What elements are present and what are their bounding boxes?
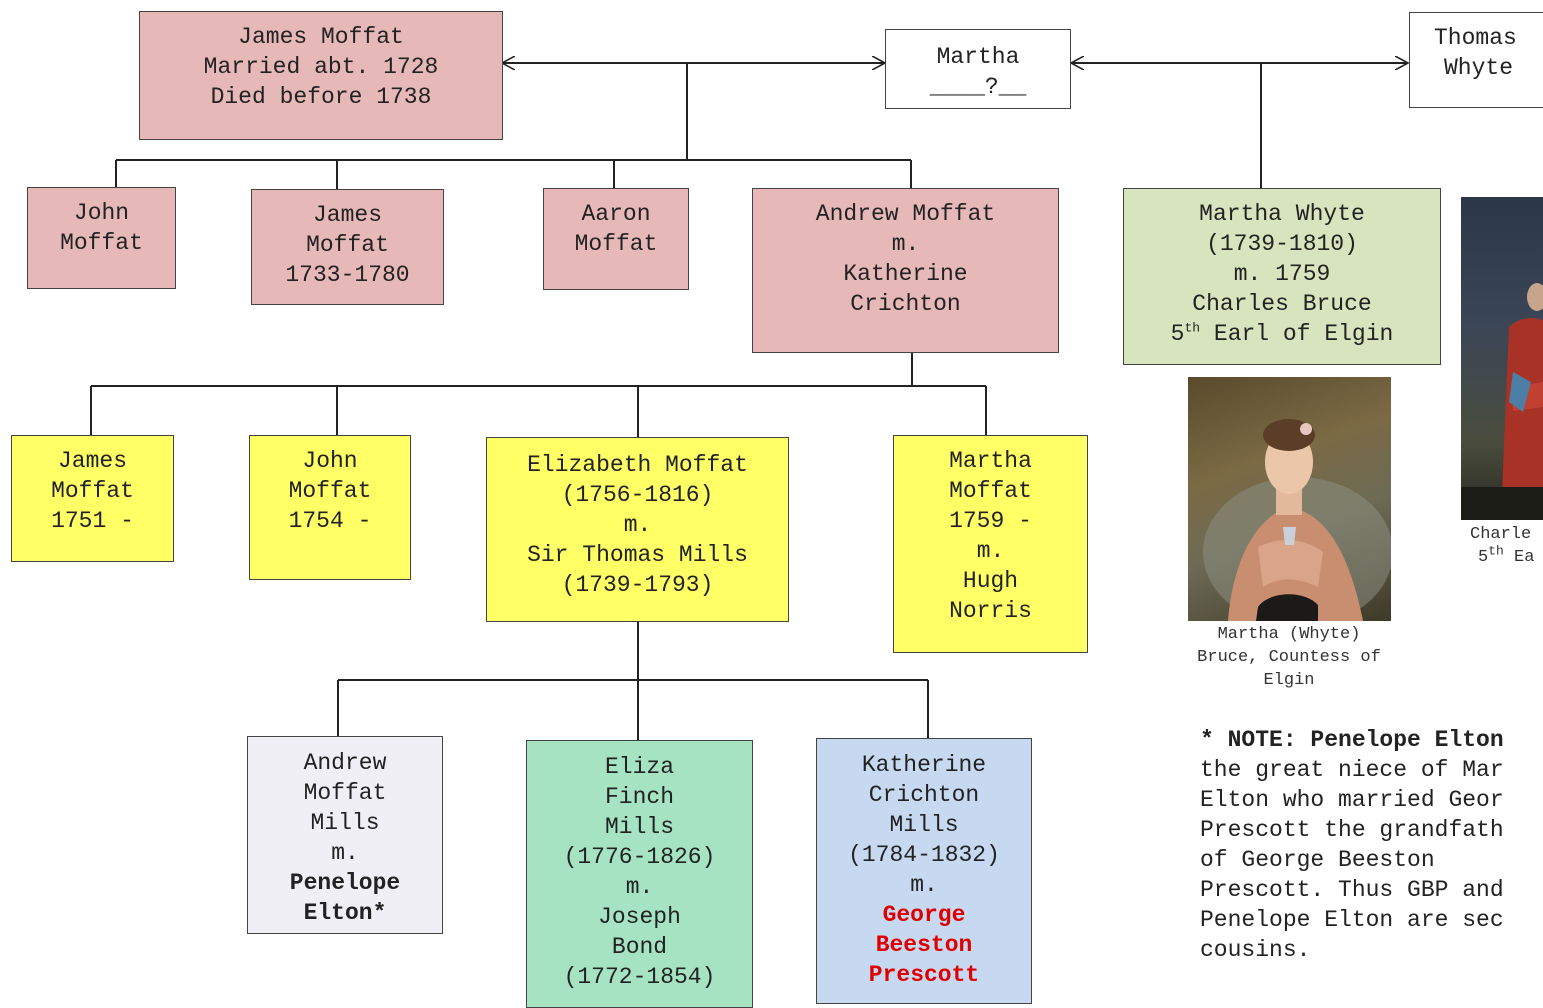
- person-james-moffat-gen2: James Moffat 1733-1780: [251, 189, 444, 305]
- person-aaron-moffat: Aaron Moffat: [543, 188, 689, 290]
- note-text: * NOTE: Penelope Elton the great niece o…: [1200, 725, 1543, 965]
- person-james-moffat-gen3: James Moffat 1751 -: [11, 435, 174, 562]
- charles-portrait-figure: [1461, 283, 1543, 520]
- martha-portrait-figure: [1203, 419, 1391, 621]
- person-james-moffat-sr: James Moffat Married abt. 1728 Died befo…: [139, 11, 503, 140]
- earl-title: 5th Earl of Elgin: [1170, 320, 1394, 347]
- martha-whyte-portrait: [1188, 377, 1391, 621]
- note-heading: * NOTE: Penelope Elton: [1200, 727, 1504, 753]
- person-elizabeth-moffat: Elizabeth Moffat (1756-1816) m. Sir Thom…: [486, 437, 789, 622]
- person-martha-whyte: Martha Whyte (1739-1810) m. 1759 Charles…: [1123, 188, 1441, 365]
- spouse-george-beeston-prescott: George: [882, 902, 966, 928]
- martha-portrait-caption: Martha (Whyte) Bruce, Countess of Elgin: [1197, 625, 1381, 690]
- person-eliza-finch-mills: Eliza Finch Mills (1776-1826) m. Joseph …: [526, 740, 753, 1008]
- person-martha: Martha ____?__: [885, 29, 1071, 109]
- person-katherine-crichton-mills: Katherine Crichton Mills (1784-1832) m. …: [816, 738, 1032, 1004]
- person-john-moffat-gen3: John Moffat 1754 -: [249, 435, 411, 580]
- person-andrew-moffat-mills: Andrew Moffat Mills m. Penelope Elton*: [247, 736, 443, 934]
- person-john-moffat-gen2: John Moffat: [27, 187, 176, 289]
- charles-portrait-caption: Charle 5th Ea: [1470, 525, 1535, 567]
- person-andrew-moffat: Andrew Moffat m. Katherine Crichton: [752, 188, 1059, 353]
- person-thomas-whyte: Thomas Whyte: [1409, 12, 1543, 108]
- charles-bruce-portrait: [1461, 197, 1543, 520]
- spouse-penelope-elton: Penelope: [289, 870, 401, 896]
- person-martha-moffat: Martha Moffat 1759 - m. Hugh Norris: [893, 435, 1088, 653]
